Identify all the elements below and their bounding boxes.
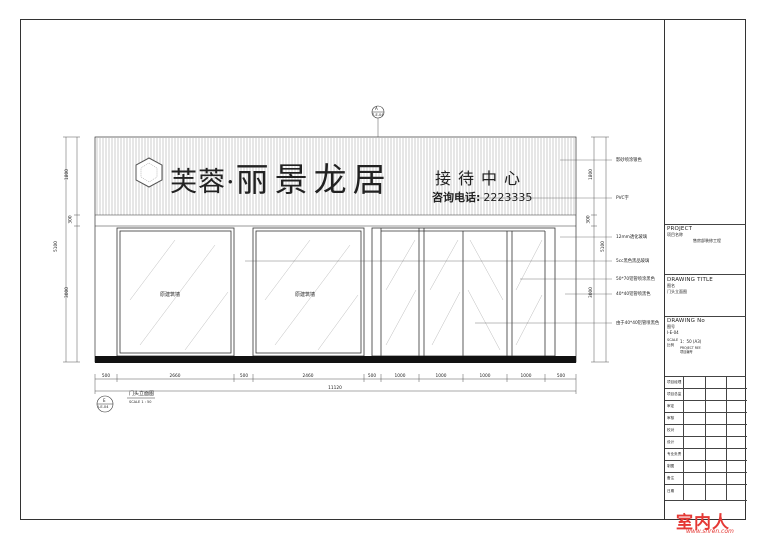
vdim-left-3000: 3000: [64, 287, 70, 298]
sign-brand-part1: 芙蓉·: [170, 167, 236, 198]
view-label-title: 门头立面图: [129, 391, 155, 397]
vdim-left-1800: 1800: [64, 169, 70, 180]
tb-signoff-1: 项目总监: [667, 392, 682, 396]
tb-drawing-title: 门头立面图: [667, 289, 687, 294]
annotation-0: 影砂喷涂银色: [616, 158, 642, 163]
section-marker-top: A: [375, 106, 378, 111]
drawing-sheet-border: [20, 19, 746, 520]
hdim-total: 11120: [328, 386, 342, 391]
sign-brand-name: 芙蓉·丽景龙居: [170, 153, 392, 201]
hdim-2: 500: [239, 374, 249, 379]
vdim-right-3000: 3000: [588, 287, 594, 298]
tb-project-heading: PROJECT: [667, 226, 693, 232]
view-label-circle-bottom: I-E-04: [98, 405, 109, 409]
phone-label: 咨询电话:: [432, 191, 481, 204]
hexagon-logo-icon: [135, 157, 163, 188]
sign-subtitle: 接待中心: [435, 169, 528, 188]
hdim-6: 1000: [435, 374, 447, 379]
hdim-3: 2460: [302, 374, 314, 379]
tb-drawing-no-heading: DRAWING No: [667, 318, 705, 324]
hdim-8: 1000: [520, 374, 532, 379]
hdim-5: 1000: [394, 374, 406, 379]
tb-project-ref-label: 项目编号: [680, 350, 693, 354]
tb-signoff-5: 设计: [667, 440, 675, 444]
sign-phone: 咨询电话:2223335: [432, 189, 532, 205]
tb-signoff-8: 备注: [667, 476, 675, 480]
tb-scale-heading: SCALE: [667, 338, 679, 342]
tb-scale-value: 1：50 (A3): [680, 339, 702, 344]
tb-project-label: 项目名称: [667, 232, 683, 237]
tb-signoff-4: 校对: [667, 428, 675, 432]
vdim-right-total: 5100: [600, 241, 606, 252]
tb-project-ref-heading: PROJECT REF.: [680, 346, 702, 350]
section-marker-bottom: 7-E-04: [372, 113, 384, 117]
hdim-4: 500: [367, 374, 377, 379]
annotation-3: 5cc黑色黑品玻璃: [616, 259, 650, 264]
tb-project-name: 售房部装修工程: [693, 238, 721, 243]
tb-drawing-no: I-E-04: [667, 330, 679, 335]
hdim-9: 500: [556, 374, 566, 379]
vdim-right-300: 300: [586, 215, 592, 224]
tb-drawing-no-label: 图号: [667, 324, 675, 329]
vdim-left-total: 5100: [53, 241, 59, 252]
glass-hatch: [129, 239, 543, 351]
annotation-5: 40*40铝管喷黑色: [616, 292, 651, 297]
annotation-leaders: [245, 159, 612, 324]
tb-scale-label: 比例: [667, 343, 674, 347]
hdim-1: 2660: [169, 374, 181, 379]
tb-signoff-3: 审核: [667, 416, 675, 420]
vdim-right-1800: 1800: [588, 169, 594, 180]
watermark-url: www.snren.com: [686, 528, 734, 535]
vdim-left-300: 300: [68, 215, 74, 224]
annotation-4: 50*70铝管喷涂黑色: [616, 277, 655, 282]
phone-number: 2223335: [483, 191, 533, 204]
horizontal-dimension-lines: [94, 374, 577, 394]
vertical-dimension-lines: [63, 136, 609, 363]
tb-signoff-grid: 项目经理 项目总监 审定 审核 校对 设计 专业负责 制图 备注 日期: [665, 376, 747, 501]
annotation-6: 由于40*40铝管喷黑色: [616, 321, 660, 326]
view-label-circle-top: E: [103, 398, 106, 403]
tb-drawing-title-label: 图名: [667, 283, 675, 288]
annotation-2: 12mm透化玻璃: [616, 235, 648, 240]
ground-slab: [95, 356, 576, 363]
tb-signoff-2: 审定: [667, 404, 675, 408]
panel-label-left: 原建筑墙: [160, 292, 181, 298]
tb-signoff-6: 专业负责: [667, 452, 682, 456]
tb-drawing-title-heading: DRAWING TITLE: [667, 277, 713, 283]
annotation-1: PVC字: [616, 196, 629, 201]
panel-label-right: 原建筑墙: [295, 292, 316, 298]
tb-signoff-0: 项目经理: [667, 380, 682, 384]
view-label-scale: SCALE 1 : 50: [129, 400, 152, 404]
tb-signoff-9: 日期: [667, 489, 675, 493]
sign-brand-part2: 丽景龙居: [235, 160, 392, 199]
storefront-frames: [116, 227, 556, 357]
hdim-7: 1000: [479, 374, 491, 379]
tb-signoff-7: 制图: [667, 464, 675, 468]
hdim-0: 500: [101, 374, 111, 379]
title-block: PROJECT 项目名称 售房部装修工程 DRAWING TITLE 图名 门头…: [664, 19, 747, 520]
watermark-logo: 室内人: [676, 513, 730, 533]
